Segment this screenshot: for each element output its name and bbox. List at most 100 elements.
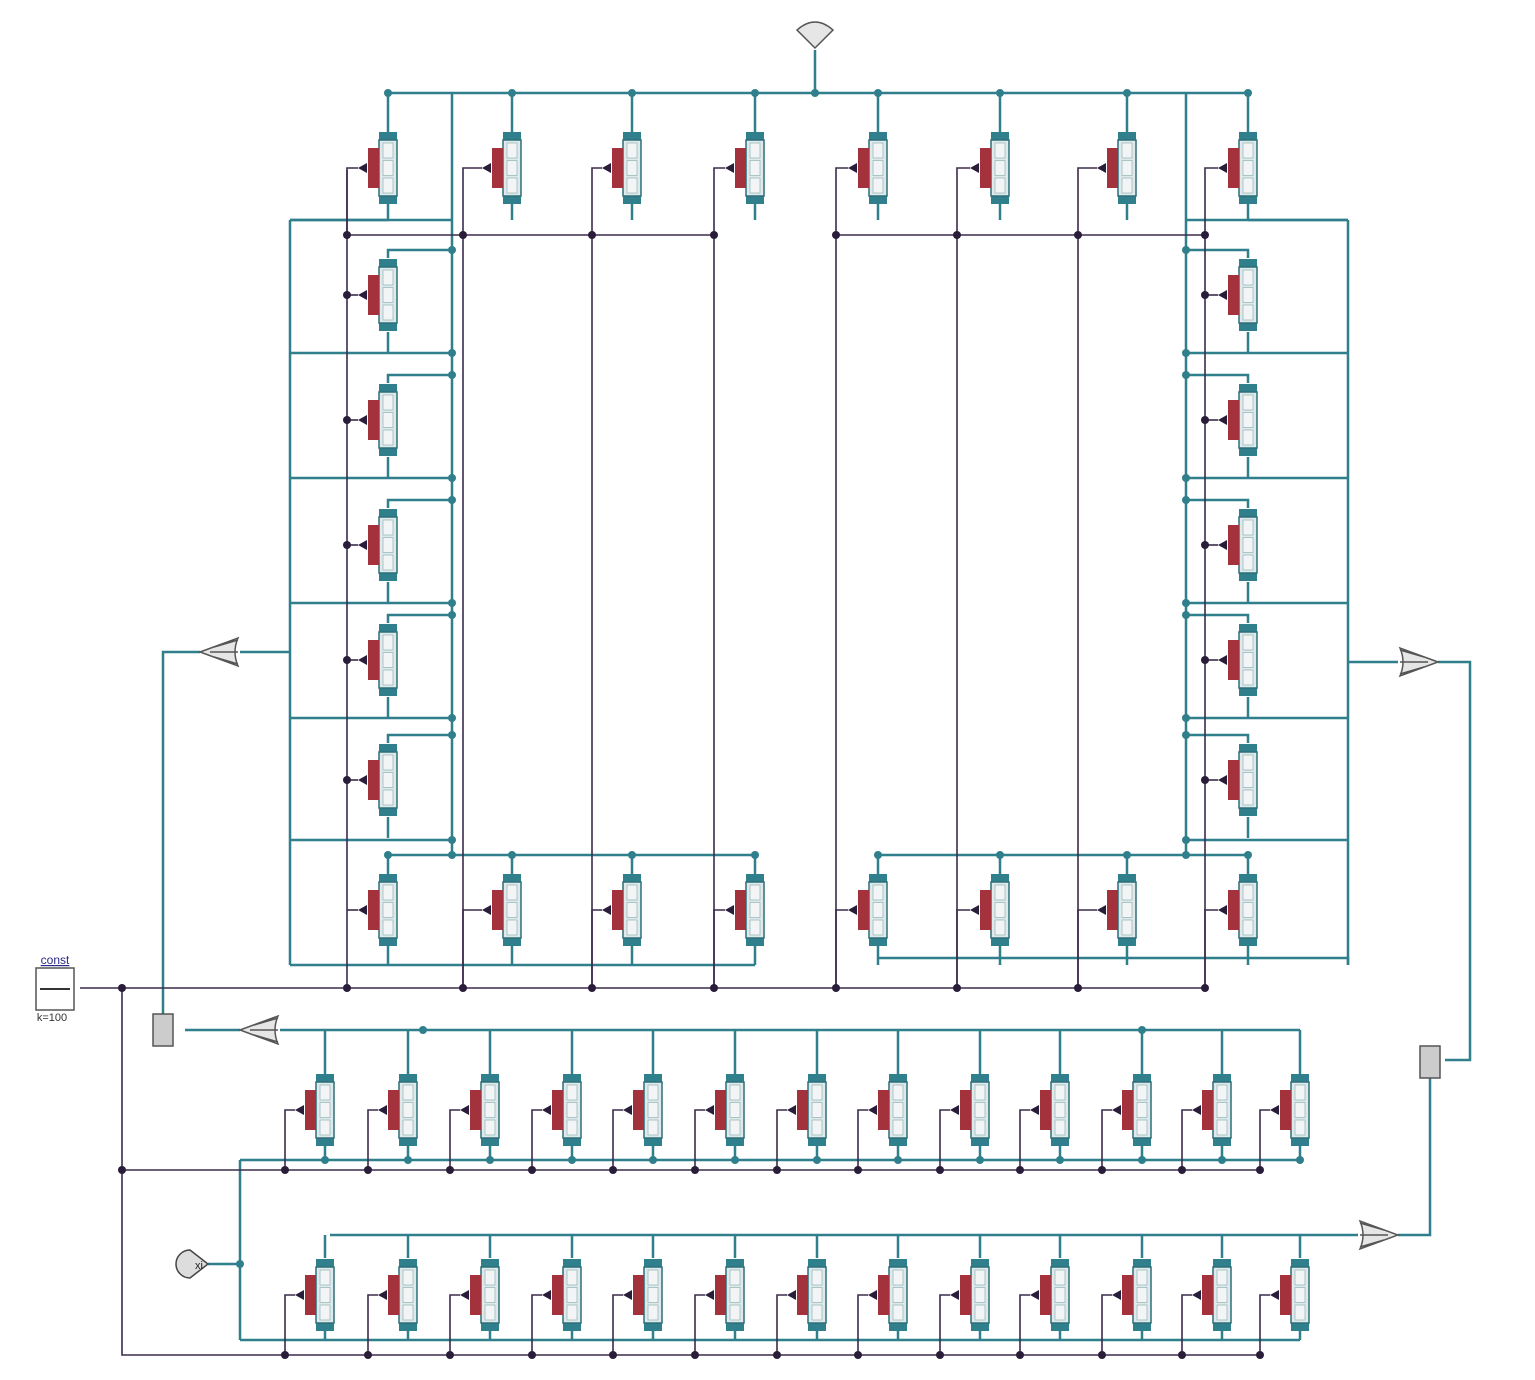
cell-slot bbox=[1242, 919, 1254, 936]
switch-cell-component[interactable] bbox=[602, 132, 642, 204]
switch-cell-component[interactable] bbox=[1218, 384, 1258, 456]
junction-node bbox=[1201, 291, 1209, 299]
input-arrow-icon bbox=[358, 655, 367, 665]
switch-cell-component[interactable] bbox=[950, 1259, 990, 1331]
tee-junction-icon[interactable] bbox=[152, 1013, 174, 1047]
red-control-bar bbox=[1228, 525, 1239, 565]
switch-cell-component[interactable] bbox=[358, 744, 398, 816]
cell-slot bbox=[382, 554, 394, 571]
switch-cell-component[interactable] bbox=[542, 1259, 582, 1331]
switch-cell-component[interactable] bbox=[1218, 624, 1258, 696]
switch-cell-component[interactable] bbox=[358, 132, 398, 204]
switch-cell-component[interactable] bbox=[623, 1074, 663, 1146]
flow-sensor-icon[interactable] bbox=[1398, 646, 1441, 678]
switch-cell-component[interactable] bbox=[970, 132, 1010, 204]
switch-cell-component[interactable] bbox=[1270, 1259, 1310, 1331]
switch-cell-component[interactable] bbox=[1218, 509, 1258, 581]
cell-slot bbox=[382, 537, 394, 553]
switch-cell-component[interactable] bbox=[848, 874, 888, 946]
signal-wire bbox=[1019, 1294, 1030, 1355]
terminal-top bbox=[1118, 874, 1136, 882]
switch-cell-component[interactable] bbox=[1030, 1259, 1070, 1331]
power-wire bbox=[386, 733, 452, 743]
input-arrow-icon bbox=[358, 775, 367, 785]
terminal-top bbox=[503, 132, 521, 140]
switch-cell-component[interactable] bbox=[358, 259, 398, 331]
junction-node bbox=[459, 231, 467, 239]
input-arrow-icon bbox=[295, 1290, 304, 1300]
cell-slot bbox=[402, 1269, 414, 1286]
switch-cell-component[interactable] bbox=[1192, 1074, 1232, 1146]
switch-cell-component[interactable] bbox=[1218, 132, 1258, 204]
switch-cell-component[interactable] bbox=[1192, 1259, 1232, 1331]
switch-cell-component[interactable] bbox=[1218, 744, 1258, 816]
red-control-bar bbox=[858, 148, 869, 188]
switch-cell-component[interactable] bbox=[295, 1259, 335, 1331]
switch-cell-component[interactable] bbox=[295, 1074, 335, 1146]
terminal-bottom bbox=[379, 688, 397, 696]
switch-cell-component[interactable] bbox=[542, 1074, 582, 1146]
switch-cell-component[interactable] bbox=[460, 1074, 500, 1146]
switch-cell-component[interactable] bbox=[358, 384, 398, 456]
cell-slot bbox=[749, 142, 761, 159]
switch-cell-component[interactable] bbox=[1112, 1074, 1152, 1146]
terminal-bottom bbox=[1118, 196, 1136, 204]
switch-cell-component[interactable] bbox=[378, 1074, 418, 1146]
switch-cell-component[interactable] bbox=[787, 1259, 827, 1331]
switch-cell-component[interactable] bbox=[1030, 1074, 1070, 1146]
cell-slot bbox=[319, 1287, 331, 1303]
switch-cell-component[interactable] bbox=[787, 1074, 827, 1146]
input-arrow-icon bbox=[358, 905, 367, 915]
junction-node bbox=[343, 656, 351, 664]
switch-cell-component[interactable] bbox=[705, 1074, 745, 1146]
flow-sensor-icon[interactable] bbox=[795, 21, 835, 50]
switch-cell-component[interactable] bbox=[950, 1074, 990, 1146]
switch-cell-component[interactable] bbox=[482, 874, 522, 946]
terminal-bottom bbox=[379, 196, 397, 204]
switch-cell-component[interactable] bbox=[1097, 874, 1137, 946]
switch-cell-component[interactable] bbox=[1218, 259, 1258, 331]
terminal-top bbox=[379, 624, 397, 632]
switch-cell-component[interactable] bbox=[868, 1259, 908, 1331]
red-control-bar bbox=[305, 1090, 316, 1130]
red-control-bar bbox=[1122, 1090, 1133, 1130]
switch-cell-component[interactable] bbox=[725, 132, 765, 204]
signal-wire bbox=[449, 1294, 460, 1355]
switch-cell-component[interactable] bbox=[1218, 874, 1258, 946]
const-block[interactable]: const k=100 bbox=[35, 953, 75, 1024]
switch-cell-component[interactable] bbox=[1097, 132, 1137, 204]
switch-cell-component[interactable] bbox=[1270, 1074, 1310, 1146]
switch-cell-component[interactable] bbox=[623, 1259, 663, 1331]
switch-cell-component[interactable] bbox=[970, 874, 1010, 946]
switch-cell-component[interactable] bbox=[358, 874, 398, 946]
red-control-bar bbox=[735, 148, 746, 188]
switch-cell-component[interactable] bbox=[358, 624, 398, 696]
switch-cell-component[interactable] bbox=[868, 1074, 908, 1146]
tee-junction-icon[interactable] bbox=[1419, 1045, 1441, 1079]
switch-cell-component[interactable] bbox=[602, 874, 642, 946]
switch-cell-component[interactable] bbox=[705, 1259, 745, 1331]
input-arrow-icon bbox=[1218, 775, 1227, 785]
flow-sensor-icon[interactable] bbox=[197, 636, 240, 668]
signal-wire bbox=[591, 909, 602, 988]
cell-slot bbox=[1054, 1287, 1066, 1303]
switch-cell-component[interactable] bbox=[725, 874, 765, 946]
cell-slot bbox=[1216, 1287, 1228, 1303]
xi-sensor[interactable]: xi bbox=[175, 1249, 210, 1279]
switch-cell-component[interactable] bbox=[1112, 1259, 1152, 1331]
switch-cell-component[interactable] bbox=[460, 1259, 500, 1331]
switch-cell-component[interactable] bbox=[482, 132, 522, 204]
cell-slot bbox=[319, 1119, 331, 1136]
switch-cell-component[interactable] bbox=[848, 132, 888, 204]
signal-wire bbox=[531, 1294, 542, 1355]
terminal-top bbox=[808, 1259, 826, 1267]
terminal-bottom bbox=[1133, 1138, 1151, 1146]
flow-sensor-icon[interactable] bbox=[237, 1014, 280, 1046]
terminal-bottom bbox=[869, 938, 887, 946]
flow-sensor-icon[interactable] bbox=[1358, 1219, 1401, 1251]
cell-slot bbox=[1054, 1304, 1066, 1321]
switch-cell-component[interactable] bbox=[358, 509, 398, 581]
cell-slot bbox=[626, 919, 638, 936]
terminal-bottom bbox=[1213, 1138, 1231, 1146]
switch-cell-component[interactable] bbox=[378, 1259, 418, 1331]
